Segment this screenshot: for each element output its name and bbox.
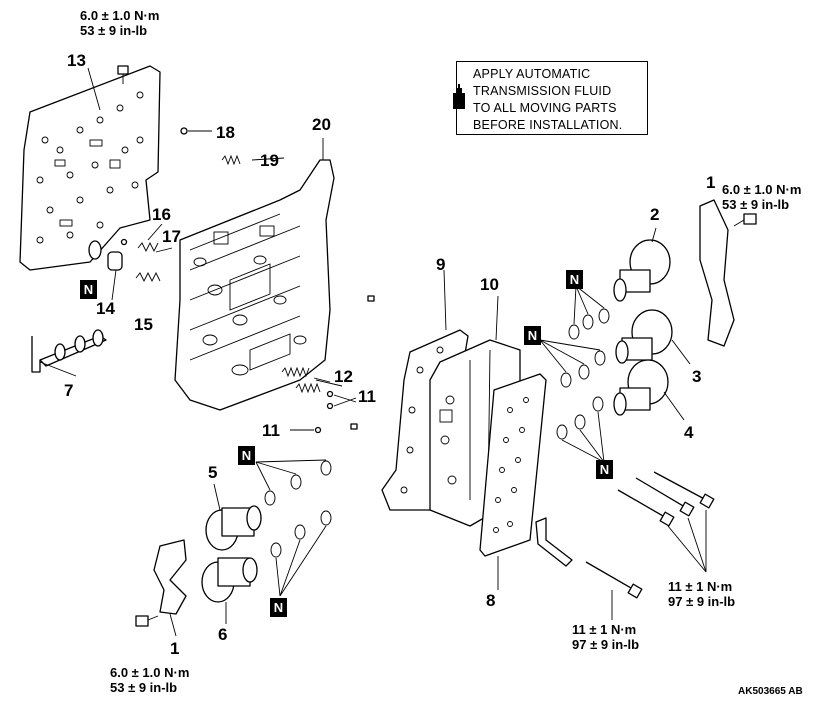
spring-19 <box>221 154 241 166</box>
callout-2: 2 <box>650 205 660 224</box>
valve-body-upper-20 <box>174 159 335 411</box>
callout-7: 7 <box>64 381 74 400</box>
n-symbol-6: N <box>270 598 287 617</box>
solenoid-4 <box>613 359 669 416</box>
solenoid-2 <box>613 239 671 302</box>
callout-16: 16 <box>152 205 171 224</box>
notice-line-2: TRANSMISSION FLUID <box>473 84 612 98</box>
plate-bolt <box>117 65 129 84</box>
notice-line-1: APPLY AUTOMATIC <box>473 67 591 81</box>
torque-11-right: 11 ± 1 N·m 97 ± 9 in-lb <box>668 579 736 609</box>
callout-1-left: 1 <box>170 639 180 658</box>
callout-20: 20 <box>312 115 331 134</box>
callout-19: 19 <box>260 151 279 170</box>
callout-5: 5 <box>208 463 218 482</box>
callout-3: 3 <box>692 367 702 386</box>
callout-1-right: 1 <box>706 173 716 192</box>
callout-8: 8 <box>486 591 496 610</box>
valve-7 <box>31 329 107 373</box>
callout-6: 6 <box>218 625 228 644</box>
bracket-1-right <box>699 199 757 347</box>
o-rings-left <box>264 460 332 558</box>
torque-13: 6.0 ± 1.0 N·m 53 ± 9 in-lb <box>80 8 160 38</box>
torque-11-bottom: 11 ± 1 N·m 97 ± 9 in-lb <box>572 622 640 652</box>
o-rings-right <box>556 308 610 440</box>
solenoid-5 <box>205 505 262 551</box>
callout-11-upper: 11 <box>358 387 376 406</box>
n-symbol-2: N <box>566 270 583 289</box>
plate-8 <box>479 373 547 557</box>
callout-17: 17 <box>162 227 181 246</box>
callout-12: 12 <box>334 367 353 386</box>
callout-18: 18 <box>216 123 235 142</box>
callout-14: 14 <box>96 299 115 318</box>
separator-plate-13 <box>19 65 161 271</box>
callout-15: 15 <box>134 315 153 334</box>
notice-box: APPLY AUTOMATIC TRANSMISSION FLUID TO AL… <box>453 61 648 135</box>
fluid-bottle-icon <box>453 84 465 109</box>
figure-code: AK503665 AB <box>738 686 803 697</box>
solenoid-3 <box>615 309 673 364</box>
torque-1-left: 6.0 ± 1.0 N·m 53 ± 9 in-lb <box>110 665 190 695</box>
long-bolts <box>585 471 715 599</box>
n-symbol-4: N <box>596 460 613 479</box>
callout-4: 4 <box>684 423 694 442</box>
callout-9: 9 <box>436 255 446 274</box>
n-symbol-3: N <box>524 326 541 345</box>
callout-11-lower: 11 <box>262 421 280 440</box>
bracket-1-left <box>135 539 187 627</box>
n-symbol-14: N <box>80 280 97 299</box>
callout-13: 13 <box>67 51 86 70</box>
solenoid-6 <box>201 557 258 603</box>
n-symbol-5: N <box>238 446 255 465</box>
notice-line-4: BEFORE INSTALLATION. <box>473 118 623 132</box>
torque-1-right: 6.0 ± 1.0 N·m 53 ± 9 in-lb <box>722 182 802 212</box>
notice-line-3: TO ALL MOVING PARTS <box>473 101 617 115</box>
callout-10: 10 <box>480 275 499 294</box>
